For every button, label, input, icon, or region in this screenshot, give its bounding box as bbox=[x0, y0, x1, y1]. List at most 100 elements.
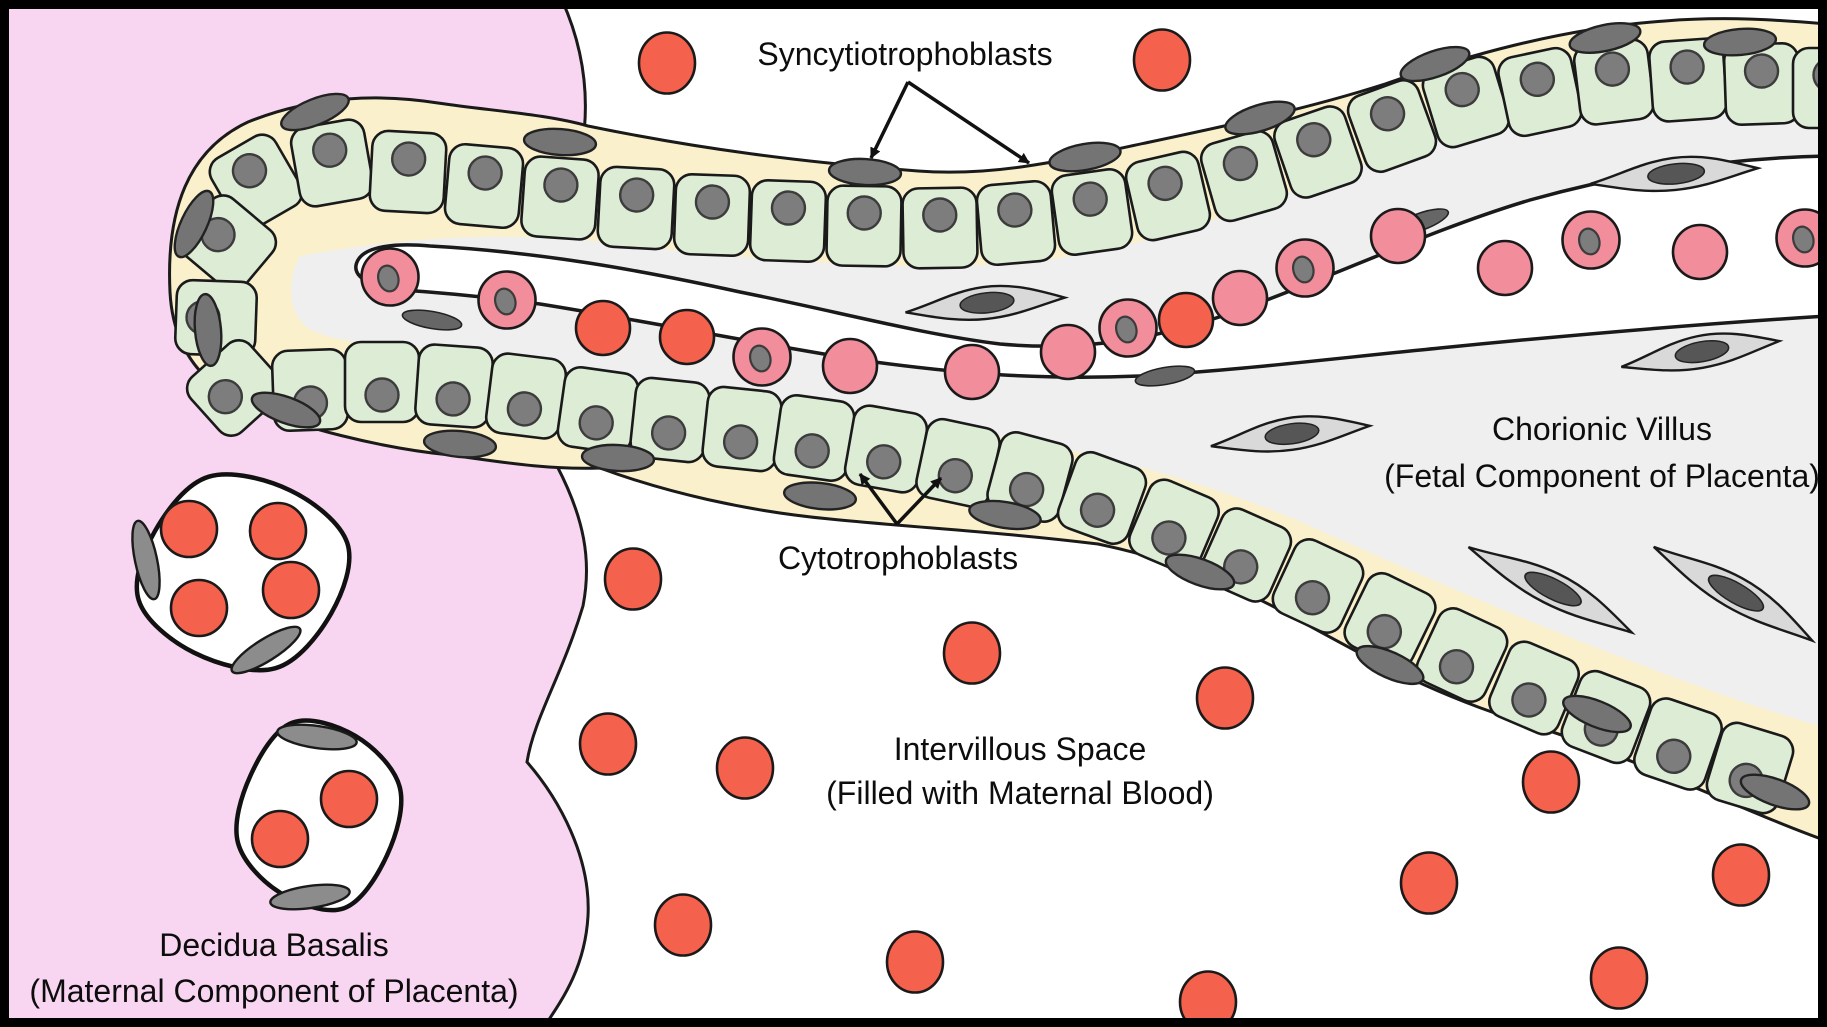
cytotrophoblast-nucleus bbox=[1519, 61, 1555, 97]
fetal-rbc-nucleus bbox=[1114, 315, 1138, 344]
cytotrophoblast-cell bbox=[1199, 507, 1293, 603]
label-decidua-basalis-line2: (Maternal Component of Placenta) bbox=[29, 973, 518, 1009]
fetal-rbc-orange bbox=[1157, 291, 1215, 349]
maternal-rbc bbox=[1195, 666, 1255, 730]
cytotrophoblast-cell bbox=[596, 165, 676, 251]
label-intervillous-space-line1: Intervillous Space bbox=[894, 731, 1147, 767]
cytotrophoblast-nucleus bbox=[1147, 165, 1183, 202]
fibroblast bbox=[1467, 545, 1636, 636]
fetal-blood-cells bbox=[360, 207, 1827, 401]
syncytiotrophoblast-nucleus bbox=[1224, 100, 1296, 136]
syncytiotrophoblast-nucleus bbox=[522, 127, 598, 157]
cytotrophoblast-nucleus bbox=[1072, 181, 1108, 217]
cytotrophoblast-cell bbox=[701, 385, 783, 473]
fetal-rbc-nucleus bbox=[1291, 255, 1315, 284]
cytotrophoblast-nucleus bbox=[618, 177, 655, 213]
endothelium-crescent bbox=[276, 723, 358, 751]
fetal-rbc-body bbox=[1211, 269, 1269, 327]
endothelial-nucleus bbox=[1134, 365, 1196, 387]
syncytiotrophoblast-nucleus bbox=[827, 157, 903, 187]
cytotrophoblast-arrow-right bbox=[895, 476, 943, 526]
fetal-blood-vessel bbox=[354, 154, 1827, 379]
maternal-rbc bbox=[942, 621, 1002, 685]
label-chorionic-villus-line2: (Fetal Component of Placenta) bbox=[1384, 458, 1820, 494]
fetal-rbc-body bbox=[1039, 323, 1097, 381]
cytotrophoblast-nucleus bbox=[1294, 580, 1331, 616]
cytotrophoblast-cell bbox=[1633, 697, 1723, 791]
syncytiotrophoblast-nuclei bbox=[173, 22, 1811, 811]
maternal-rbc bbox=[637, 31, 697, 95]
cytotrophoblast-nucleus bbox=[231, 153, 268, 189]
cytotrophoblast-nucleus bbox=[1222, 145, 1259, 182]
cytotrophoblast-cell bbox=[1199, 129, 1289, 223]
fetal-rbc-pink-nucleated bbox=[1275, 238, 1335, 298]
maternal-rbc bbox=[578, 712, 638, 776]
endothelium-crescent bbox=[269, 883, 351, 911]
cytotrophoblast-nucleus bbox=[506, 391, 543, 427]
maternal-rbc bbox=[715, 736, 775, 800]
cytotrophoblast-cell bbox=[825, 184, 903, 268]
cytotrophoblast-nucleus bbox=[578, 405, 614, 441]
fetal-rbc-body bbox=[658, 308, 716, 366]
maternal-rbc bbox=[1589, 946, 1649, 1010]
cytotrophoblast-cell bbox=[1572, 38, 1656, 126]
fibroblast bbox=[1652, 545, 1817, 644]
cytotrophoblast-nucleus bbox=[937, 458, 973, 494]
fetal-rbc-pink bbox=[1671, 223, 1729, 281]
syncytiotrophoblast-nucleus bbox=[280, 92, 350, 132]
cytotrophoblast-cell bbox=[772, 394, 856, 482]
syncytiotrophoblast-nucleus bbox=[422, 429, 498, 459]
fibroblast bbox=[1210, 415, 1374, 453]
cytotrophoblast-cell bbox=[414, 343, 494, 429]
maternal-rbc bbox=[250, 809, 310, 869]
cytotrophoblast-cell bbox=[1124, 150, 1212, 242]
cytotrophoblast-cell bbox=[1346, 78, 1438, 174]
maternal-rbc bbox=[1399, 851, 1459, 915]
fetal-rbc-pink-nucleated bbox=[477, 270, 537, 330]
fetal-rbc-nucleus bbox=[493, 287, 517, 316]
cytotrophoblast-nucleus bbox=[207, 378, 244, 415]
cytotrophoblast-nucleus bbox=[1438, 649, 1475, 685]
maternal-red-blood-cells bbox=[578, 28, 1771, 1027]
syncytiotrophoblast-nucleus bbox=[1355, 644, 1425, 686]
label-cytotrophoblasts: Cytotrophoblasts bbox=[778, 540, 1018, 576]
syncytiotrophoblast-arrow-left bbox=[869, 81, 910, 159]
cytotrophoblast-nucleus bbox=[1369, 96, 1406, 132]
maternal-rbc bbox=[885, 930, 945, 994]
cytotrophoblast-nucleus bbox=[1594, 51, 1631, 87]
fetal-rbc-body bbox=[574, 299, 632, 357]
fetal-rbc-orange bbox=[658, 308, 716, 366]
syncytiotrophoblast-nucleus bbox=[782, 481, 858, 511]
maternal-rbc bbox=[261, 560, 321, 620]
annotations: Syncytiotrophoblasts Cytotrophoblasts Ch… bbox=[29, 36, 1819, 1009]
syncytiotrophoblast-nucleus bbox=[1399, 45, 1471, 83]
cytotrophoblast-nucleus bbox=[846, 195, 882, 231]
cytotrophoblast-cell bbox=[1343, 571, 1437, 669]
cytotrophoblast-cell bbox=[368, 129, 448, 215]
label-intervillous-space-line2: (Filled with Maternal Blood) bbox=[826, 775, 1214, 811]
cytotrophoblast-nucleus bbox=[390, 141, 427, 177]
fetal-rbc-body bbox=[821, 337, 879, 395]
cytotrophoblast-nucleus bbox=[467, 155, 503, 191]
maternal-rbc bbox=[1178, 970, 1238, 1027]
syncytiotrophoblast-nucleus bbox=[1568, 22, 1642, 54]
cytotrophoblast-nucleus bbox=[694, 184, 731, 220]
cytotrophoblast-cell bbox=[443, 142, 525, 230]
cytotrophoblast-cell bbox=[986, 431, 1074, 523]
cytotrophoblast-cell bbox=[484, 352, 568, 440]
fetal-rbc-pink bbox=[943, 343, 1001, 401]
decidua-vessel bbox=[234, 718, 404, 913]
cytotrophoblast-nucleus bbox=[1511, 682, 1547, 718]
label-chorionic-villus-line1: Chorionic Villus bbox=[1492, 411, 1712, 447]
syncytiotrophoblast-nucleus bbox=[968, 499, 1042, 531]
fetal-rbc-pink bbox=[821, 337, 879, 395]
maternal-rbc bbox=[169, 578, 229, 638]
endothelium-crescent bbox=[131, 519, 161, 601]
cytotrophoblast-nucleus bbox=[435, 381, 471, 417]
fetal-rbc-body bbox=[943, 343, 1001, 401]
fibroblast-nucleus bbox=[1674, 339, 1730, 364]
syncytiotrophoblast-nucleus bbox=[1562, 694, 1632, 734]
